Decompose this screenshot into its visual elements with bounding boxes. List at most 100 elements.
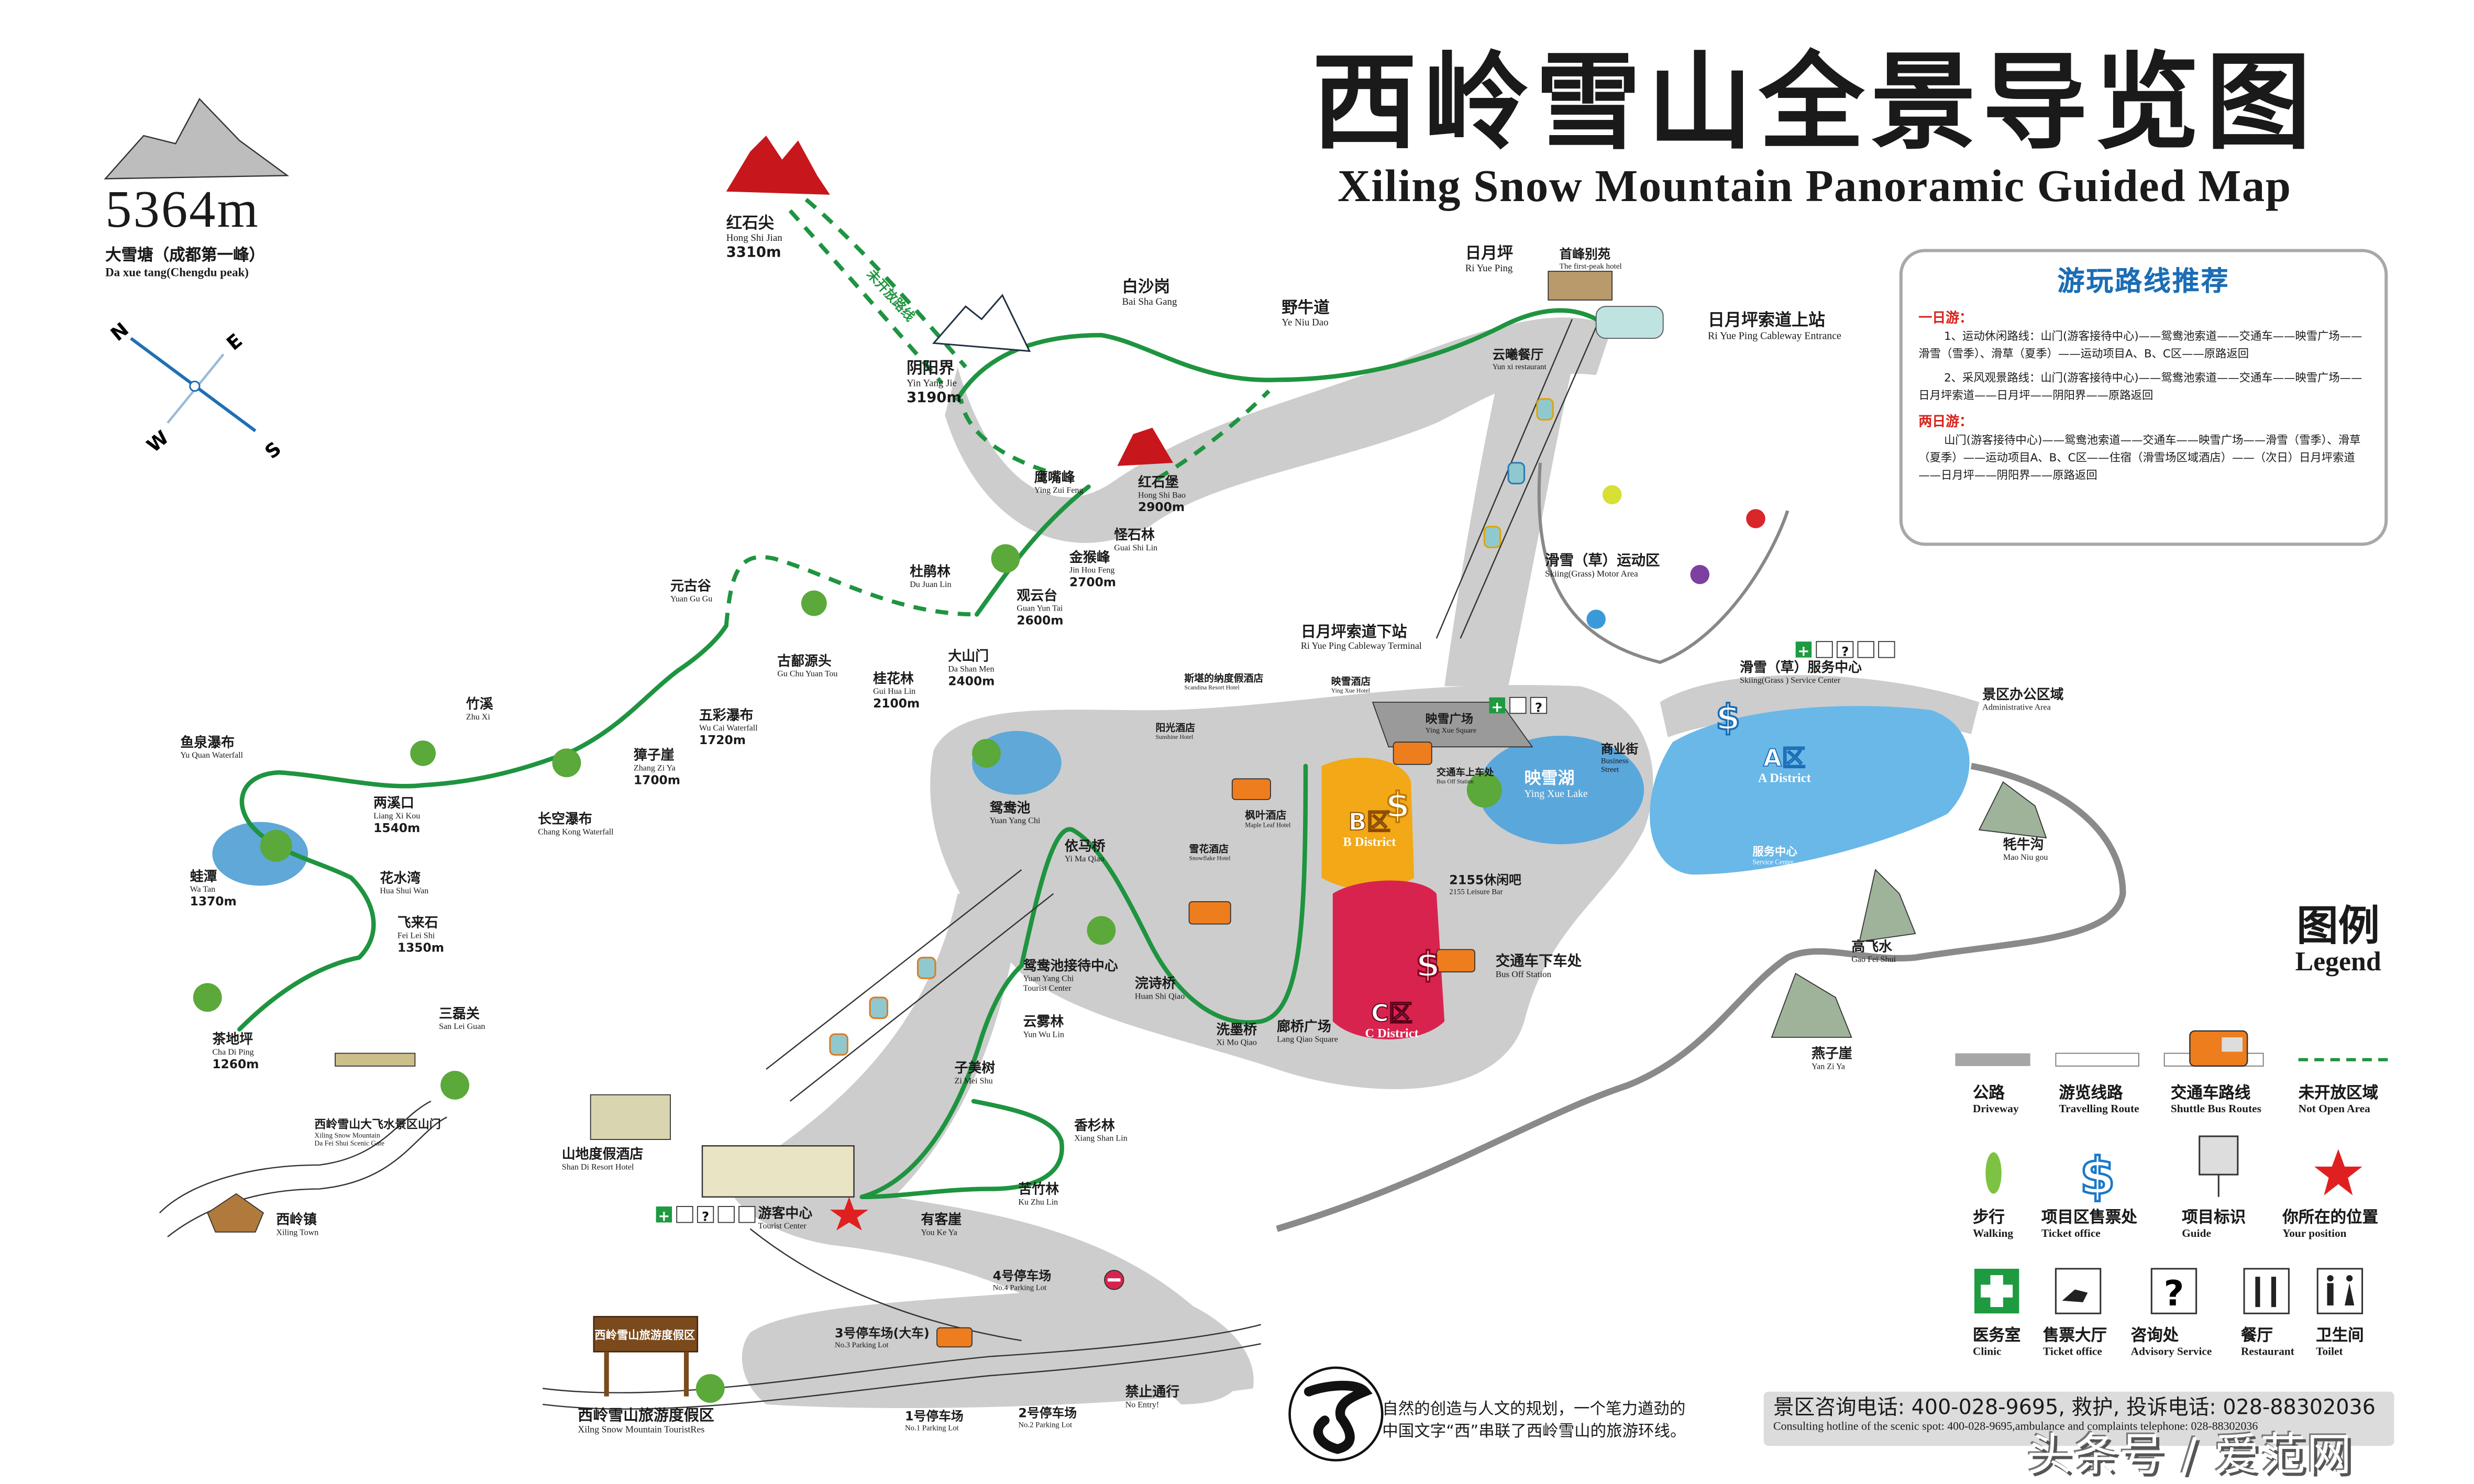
place-name-cn: 阴阳界	[907, 359, 955, 378]
legend-item-en: Your position	[2282, 1227, 2347, 1241]
xi-calligraphy-glyph	[1304, 1380, 1373, 1454]
restaurant-icon[interactable]	[1857, 641, 1874, 658]
place-altitude: 1700m	[634, 773, 680, 787]
place-name-en: Zi Mei Shu	[955, 1077, 993, 1086]
place-name-en: Yun Wu Lin	[1023, 1030, 1064, 1039]
place-name-cn: 杜鹃林	[910, 563, 951, 580]
skier-icon	[1690, 564, 1710, 584]
cable-cars	[829, 398, 1554, 1056]
place-name-cn: 4号停车场	[993, 1268, 1052, 1283]
advisory-icon[interactable]	[697, 1206, 714, 1223]
dollar-ticket-icon[interactable]: $	[1715, 696, 1741, 739]
place-altitude: 1260m	[212, 1057, 259, 1071]
cable-line-upper-2	[1435, 319, 1573, 639]
map-subtitle: Xiling Snow Mountain Panoramic Guided Ma…	[1337, 162, 2292, 213]
place-name-en: Da Shan Men	[948, 665, 994, 673]
place-name-en: Ku Zhu Lin	[1018, 1198, 1058, 1206]
legend-item-cn: 交通车路线	[2170, 1085, 2251, 1103]
dollar-ticket-icon[interactable]: $	[1385, 784, 1411, 827]
knife-glyph	[2271, 1277, 2277, 1308]
place-name-cn: 山地度假酒店	[562, 1146, 643, 1162]
skier-icon	[1602, 485, 1622, 505]
clinic-icon[interactable]	[1489, 697, 1505, 714]
place-name-en: Bai Sha Gang	[1122, 296, 1177, 307]
legend-item-en: Ticket office	[2043, 1345, 2102, 1358]
advisory-icon[interactable]	[1836, 641, 1854, 658]
place-name-en: Administrative Area	[1982, 703, 2051, 712]
shuttle-bus-icon[interactable]	[936, 1327, 973, 1348]
place-name-en: Hong Shi Jian	[726, 232, 783, 243]
toilet-icon[interactable]	[1816, 641, 1833, 658]
place-name-en: Yu Quan Waterfall	[180, 751, 243, 760]
legend-item-cn: 公路	[1972, 1085, 2005, 1103]
gao-fei-shui-cliff-icon	[1859, 869, 1916, 943]
toilet-icon[interactable]	[738, 1206, 756, 1223]
place-name-en: Zhu Xi	[466, 713, 490, 722]
c-district-area[interactable]	[1332, 880, 1445, 1039]
place-name-cn: 日月坪	[1465, 245, 1513, 263]
place-name-cn: 古鄐源头	[777, 653, 832, 669]
compass-north-label: N	[106, 318, 133, 346]
legend-item-cn: 未开放区域	[2298, 1085, 2379, 1103]
place-altitude: 2400m	[948, 674, 995, 688]
cable-line-lower-2	[789, 893, 1054, 1102]
man-body	[2327, 1283, 2334, 1306]
advisory-icon[interactable]	[1530, 696, 1548, 714]
place-name-cn: 飞来石	[397, 915, 438, 931]
place-name-cn: 子美树	[955, 1060, 996, 1076]
toilet-icon[interactable]	[1509, 696, 1527, 714]
place-name-en: Yuan Yang Chi	[1023, 974, 1074, 983]
place-name-cn: 游客中心	[758, 1205, 813, 1221]
tree-icon	[1466, 772, 1502, 808]
place-name-cn: 云曦餐厅	[1493, 347, 1544, 362]
place-name-en: Ye Niu Dao	[1282, 317, 1328, 328]
legend-item-cn: 餐厅	[2240, 1327, 2273, 1346]
b-district-area[interactable]	[1321, 758, 1415, 890]
tree-icon	[260, 829, 292, 862]
place-altitude: 2700m	[1069, 575, 1116, 589]
road-main	[543, 1324, 1261, 1394]
restaurant-icon[interactable]	[717, 1206, 735, 1223]
tree-icon	[972, 739, 1001, 768]
place-name-cn: 日月坪索道下站	[1301, 623, 1407, 640]
place-name-en: Guan Yun Tai	[1017, 604, 1063, 613]
place-name-cn: 长空瀑布	[538, 811, 592, 827]
place-name-cn: 高飞水	[1851, 938, 1893, 955]
peak-altitude: 5364m	[105, 182, 260, 240]
a-district-area[interactable]	[1650, 706, 1970, 875]
place-name-en: No Entry!	[1125, 1400, 1159, 1409]
ticket-hall-icon[interactable]	[676, 1206, 693, 1223]
peak-info: 5364m 大雪塘（成都第一峰） Da xue tang(Chengdu pea…	[105, 182, 265, 279]
da-xue-tang-mountain-icon	[104, 97, 290, 180]
shuttle-bus-icon[interactable]	[1188, 901, 1231, 925]
dollar-ticket-icon[interactable]: $	[1415, 943, 1441, 986]
cableways	[766, 319, 1597, 1102]
place-name-cn: 映雪湖	[1525, 768, 1575, 788]
shuttle-bus-icon[interactable]	[1393, 741, 1432, 765]
shuttle-bus-icon[interactable]	[1436, 949, 1475, 972]
place-name-en: Skiing(Grass ) Service Center	[1740, 676, 1841, 685]
place-name-en: Yun xi restaurant	[1493, 363, 1547, 371]
peak-name-cn: 大雪塘（成都第一峰）	[105, 247, 265, 265]
shuttle-bus-icon[interactable]	[1231, 778, 1271, 800]
skier-icon	[1586, 610, 1606, 629]
clinic-icon[interactable]	[1795, 641, 1812, 658]
ticket-hall-icon[interactable]	[1878, 641, 1895, 658]
clinic-icon[interactable]	[656, 1206, 672, 1223]
tree-icon	[695, 1374, 725, 1403]
tree-icon	[193, 983, 222, 1012]
one-day-route-1: 1、运动休闲路线：山门(游客接待中心)——鸳鸯池索道——交通车——映雪广场——滑…	[1918, 330, 2362, 361]
upper-driveway	[945, 317, 1612, 543]
bus-window	[2222, 1037, 2243, 1052]
